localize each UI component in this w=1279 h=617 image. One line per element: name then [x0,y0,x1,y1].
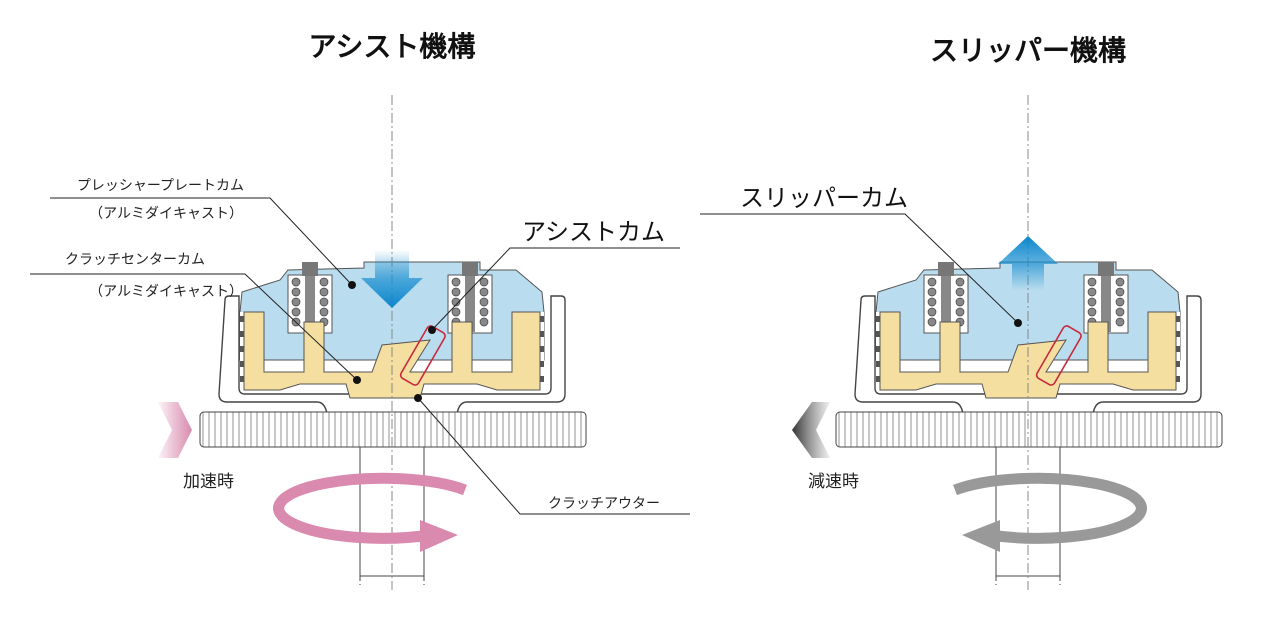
label-acceleration: 加速時 [183,472,234,492]
label-pressure-plate-material: （アルミダイキャスト） [89,206,243,222]
slipper-mechanism [836,95,1222,590]
accel-direction-arrow-icon [158,402,192,458]
label-clutch-center-material: （アルミダイキャスト） [89,284,243,300]
rotation-arrow-icon [953,472,1147,544]
label-clutch-outer: クラッチアウター [548,496,660,512]
pressure-down-arrow-icon [361,250,423,308]
label-slipper-cam: スリッパーカム [740,184,908,212]
pressure-up-arrow-icon [998,236,1058,290]
slipper-mechanism-title: スリッパー機構 [930,34,1126,67]
decel-direction-arrow-icon [792,402,830,458]
assist-mechanism-title: アシスト機構 [309,30,476,63]
label-clutch-center-cam: クラッチセンターカム [65,252,205,268]
label-pressure-plate-cam: プレッシャープレートカム [77,178,244,194]
label-assist-cam: アシストカム [522,218,665,246]
label-deceleration: 減速時 [808,472,859,492]
assist-mechanism [200,95,586,590]
rotation-arrow-icon [273,472,467,544]
